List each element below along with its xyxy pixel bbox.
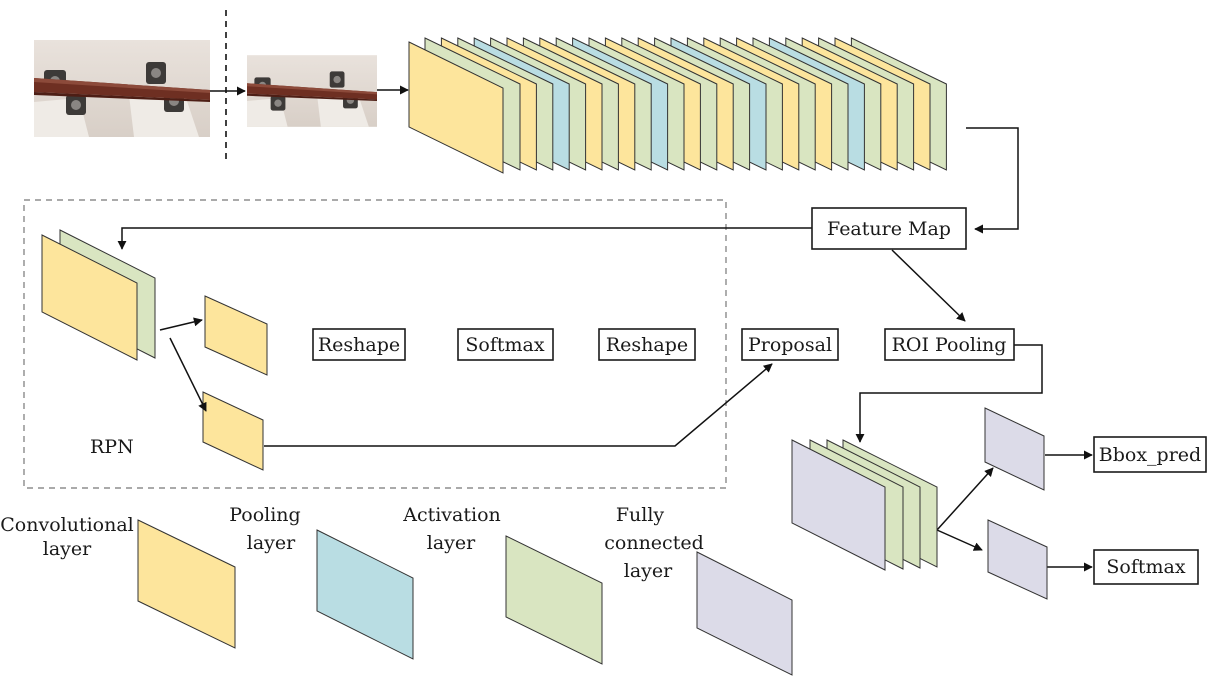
legend-fc-label-3: layer: [624, 560, 673, 582]
backbone-network: [408, 37, 947, 174]
edge-backbone-to-feature-map: [966, 127, 1019, 234]
legend: Convolutional layer Pooling layer Activa…: [0, 504, 793, 676]
legend-act-label-2: layer: [427, 532, 476, 554]
legend-fc-label-2: connected: [604, 532, 703, 554]
proposal-node: Proposal: [741, 328, 839, 361]
bbox-pred-label: Bbox_pred: [1099, 444, 1201, 466]
legend-act-label-1: Activation: [402, 504, 501, 526]
legend-pool-swatch: [316, 529, 414, 660]
legend-fc-label-1: Fully: [616, 504, 665, 526]
legend-pool-label-2: layer: [247, 532, 296, 554]
legend-fc-swatch: [696, 551, 793, 676]
backbone-conv-layer-1: [408, 41, 504, 174]
fc-stack-plate-1: [791, 439, 886, 571]
roi-pooling-node: ROI Pooling: [884, 328, 1015, 361]
legend-pool-label-1: Pooling: [229, 504, 300, 526]
cls-fc-plate: [987, 519, 1048, 600]
softmax-output-node: Softmax: [1093, 549, 1199, 585]
feature-map-node: Feature Map: [811, 207, 967, 250]
rpn-label: RPN: [90, 436, 134, 458]
legend-convolutional: Convolutional layer: [0, 514, 236, 649]
roi-pooling-label: ROI Pooling: [892, 334, 1007, 356]
rpn-softmax-label: Softmax: [465, 334, 544, 356]
fc-stack: [791, 439, 938, 571]
reshape-label-1: Reshape: [318, 334, 400, 356]
edge-fc-to-bbox-branch: [936, 467, 994, 531]
input-photo: [34, 40, 210, 137]
bbox-fc-plate: [984, 407, 1045, 491]
feature-map-label: Feature Map: [827, 218, 951, 240]
legend-act-swatch: [505, 535, 603, 665]
edge-feature-map-to-rpn: [117, 227, 812, 250]
legend-pooling: Pooling layer: [229, 504, 414, 660]
proposal-label: Proposal: [748, 334, 832, 356]
legend-fully-connected: Fully connected layer: [604, 504, 793, 676]
reshape-label-2: Reshape: [606, 334, 688, 356]
rpn-softmax-node: Softmax: [457, 328, 554, 361]
legend-activation: Activation layer: [402, 504, 603, 665]
legend-conv-swatch: [137, 519, 236, 649]
resized-photo: [247, 55, 377, 127]
edge-fc-to-cls-branch: [936, 529, 983, 551]
edge-roi-to-fc: [855, 344, 1043, 443]
edge-feature-map-to-roi: [891, 249, 966, 322]
edge-rpn-to-cls: [159, 317, 203, 331]
softmax-output-label: Softmax: [1106, 556, 1185, 578]
reshape-node-1: Reshape: [312, 328, 406, 361]
rpn-reg-plate: [202, 391, 264, 471]
rpn-conv-plate: [41, 234, 138, 361]
legend-conv-label-2: layer: [43, 538, 92, 560]
legend-conv-label-1: Convolutional: [0, 514, 134, 536]
reshape-node-2: Reshape: [598, 328, 696, 361]
rpn-conv-layer: [41, 229, 156, 361]
edge-reg-to-proposal: [264, 363, 773, 447]
rpn-cls-plate: [204, 295, 268, 376]
edge-rpn-to-reg: [169, 337, 207, 412]
bbox-pred-node: Bbox_pred: [1093, 436, 1207, 473]
